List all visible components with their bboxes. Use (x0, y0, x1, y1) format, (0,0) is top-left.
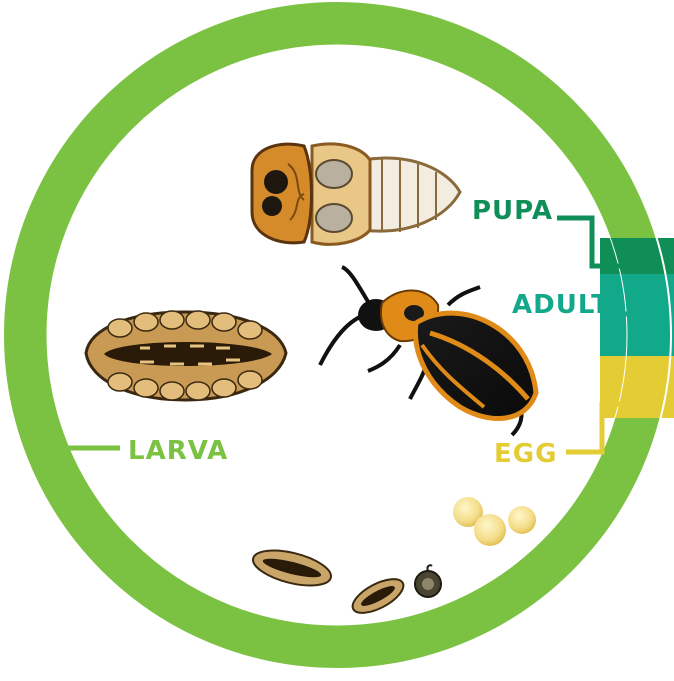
larva-icon (86, 311, 286, 400)
egg-label: EGG (494, 439, 557, 469)
egg-cluster-icon (453, 497, 536, 546)
adult-label: ADULT (512, 290, 610, 320)
pupa-icon (252, 144, 460, 244)
larva-label: LARVA (128, 436, 228, 466)
hatchling-larvae-icon (250, 544, 441, 620)
pupa-segment (600, 238, 674, 274)
pupa-label: PUPA (472, 196, 553, 226)
adult-firefly-icon (320, 267, 536, 435)
